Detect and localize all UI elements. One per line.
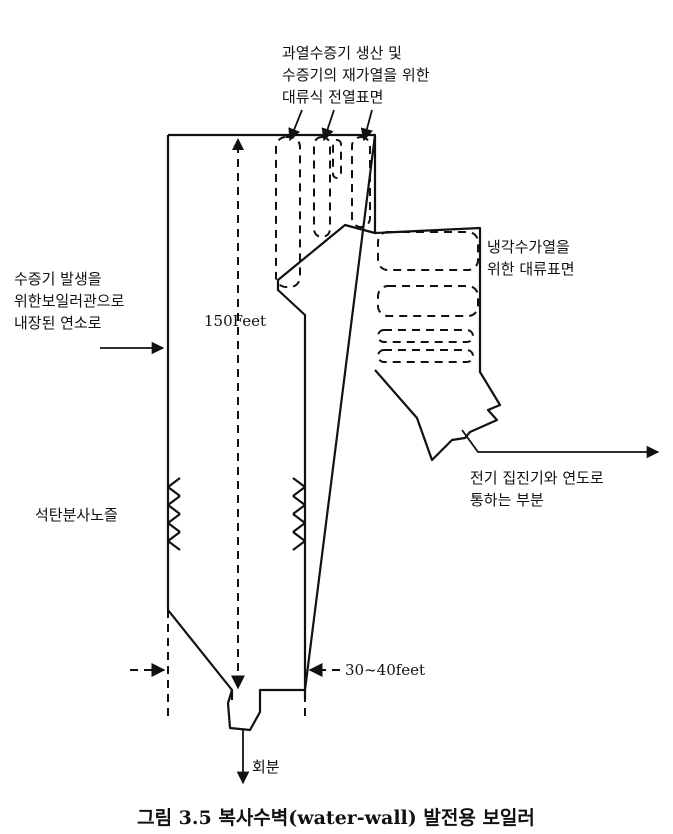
arrow-to-tube-1 bbox=[288, 109, 303, 142]
burner-nozzles-right bbox=[292, 477, 306, 551]
label-furnace-3: 내장된 연소로 bbox=[14, 314, 102, 332]
label-width: 30~40feet bbox=[345, 661, 425, 679]
label-convection-surface-2: 수증기의 재가열을 위한 bbox=[282, 66, 430, 84]
label-furnace-1: 수증기 발생을 bbox=[14, 270, 102, 288]
height-dimension-top-head bbox=[232, 138, 244, 150]
label-precipitator-1: 전기 집진기와 연도로 bbox=[470, 469, 604, 487]
figure-caption: 그림 3.5 복사수벽(water-wall) 발전용 보일러 bbox=[137, 807, 535, 829]
label-cooling-surface-1: 냉각수가열을 bbox=[487, 238, 570, 256]
label-burner-nozzle: 석탄분사노즐 bbox=[35, 506, 118, 524]
label-furnace-2: 위한보일러관으로 bbox=[14, 292, 125, 310]
label-ash: 회분 bbox=[252, 758, 280, 776]
cooling-surface-banks bbox=[377, 231, 479, 363]
label-precipitator-2: 통하는 부분 bbox=[470, 491, 544, 509]
ash-hopper bbox=[226, 688, 305, 732]
label-convection-surface-3: 대류식 전열표면 bbox=[282, 88, 383, 106]
arrow-to-precipitator bbox=[461, 429, 660, 459]
arrow-to-tube-3 bbox=[360, 109, 374, 142]
burner-nozzles-left bbox=[167, 477, 181, 551]
label-cooling-surface-2: 위한 대류표면 bbox=[487, 260, 575, 278]
label-height: 150Feet bbox=[204, 312, 266, 330]
label-convection-surface-1: 과열수증기 생산 및 bbox=[282, 44, 402, 62]
arrow-to-tube-2 bbox=[321, 109, 335, 142]
convection-tube-banks bbox=[275, 136, 371, 288]
backpass-outline bbox=[374, 226, 502, 462]
furnace-outline bbox=[166, 133, 377, 700]
